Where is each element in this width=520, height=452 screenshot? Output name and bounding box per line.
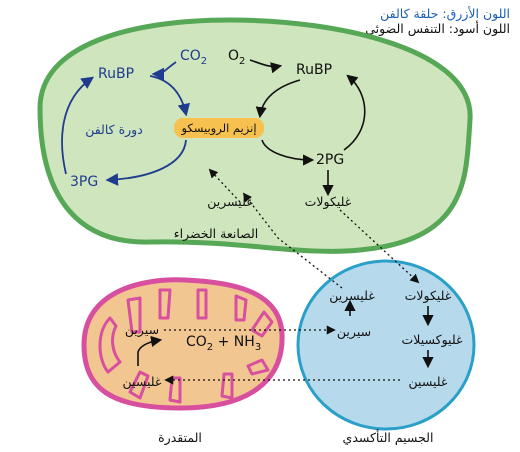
arrow-o2-to-rubp [249,59,283,74]
mito-serine-label: سيرين [125,322,159,338]
peroxisome-glycine-label: غليسين [409,374,448,390]
transport-glycerate-to-chloroplast [242,192,343,289]
mito-products-label: CO2 + NH3 [186,334,261,353]
arrow-rubp-to-rubisco-right [255,79,301,119]
peroxisome-membrane [296,259,476,431]
legend-black: اللون أسود: التنفس الضوئي [365,21,510,36]
peroxisome-label: الجسيم التأكسدي [343,429,434,446]
arrow-co2-to-rubisco [151,61,177,81]
legend: اللون الأزرق: حلقة كالفن اللون أسود: الت… [365,6,510,36]
mitochondrion-label: المتقدرة [158,430,202,446]
peroxisome-serine-label: سيرين [337,324,371,340]
arrow-rubp-to-rubisco [149,75,190,117]
chloroplast-glycolate-label: غليكولات [305,194,352,210]
chloroplast-label: الصانعة الخضراء [174,226,259,242]
arrow-rubisco-to-2pg [261,139,315,166]
co2-label: CO2 [180,48,207,67]
mito-glycine-label: غليسين [123,374,162,390]
peroxisome-glycerate-label: غليسرين [329,288,375,304]
arrow-glycine-to-serine-and-products [137,335,163,366]
chloroplast-glycerate-label: غليسرين [207,194,253,210]
rubisco-enzyme-label: إنزيم الروبيسكو [180,121,256,136]
arrow-2pg-to-rubp [343,74,366,151]
pg2-label: 2PG [316,152,344,168]
rubp-left-label: RuBP [98,66,134,82]
rubp-right-label: RuBP [296,62,332,78]
arrow-3pg-to-rubp [61,76,95,175]
mitochondrion-cristae [98,288,274,404]
dotted-3pg-link [208,168,241,203]
peroxisome-glycolate-label: غليكولات [405,288,452,304]
rubisco-enzyme-box [174,118,264,138]
arrow-rubisco-to-3pg [105,139,187,186]
legend-blue: اللون الأزرق: حلقة كالفن [380,6,510,21]
pga3-label: 3PG [70,174,98,190]
peroxisome-glyoxylate-label: غليوكسيلات [401,332,462,348]
o2-label: O2 [228,48,245,67]
calvin-cycle-label: دورة كالفن [85,122,143,138]
